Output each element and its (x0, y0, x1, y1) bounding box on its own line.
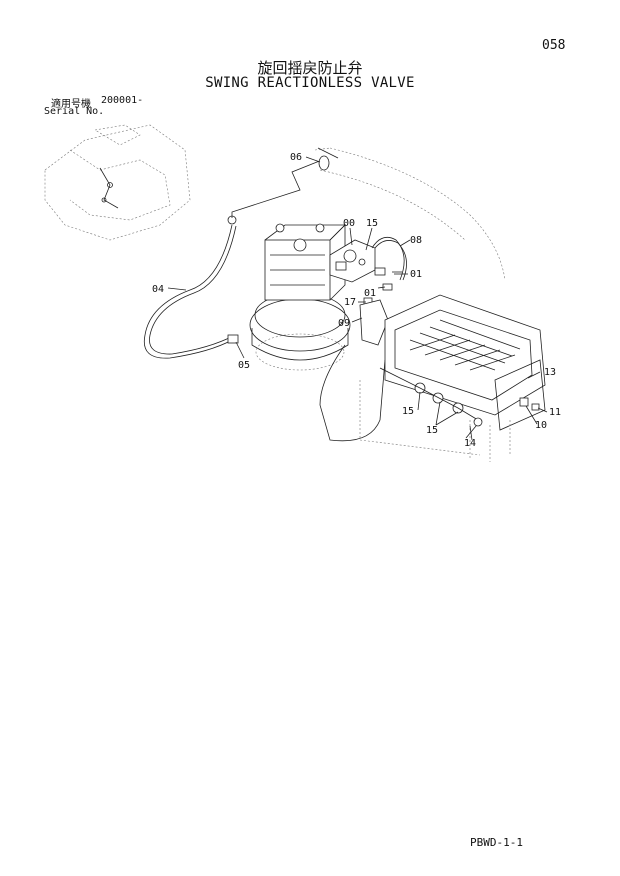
fittings-01-17 (363, 267, 402, 305)
callout-06: 06 (290, 152, 302, 163)
pressure-switch-06 (231, 147, 339, 218)
callout-17: 17 (344, 297, 356, 308)
callout-09: 09 (338, 318, 350, 329)
callout-04: 04 (152, 284, 164, 295)
footer-code: PBWD-1-1 (470, 836, 523, 849)
callout-10: 10 (535, 420, 547, 431)
page-number: 058 (542, 38, 566, 53)
callout-15-top: 15 (366, 218, 378, 229)
callout-08: 08 (410, 235, 422, 246)
title-english: SWING REACTIONLESS VALVE (205, 75, 415, 91)
callout-14: 14 (464, 438, 476, 449)
lamp-units-15 (379, 367, 479, 421)
hose-08 (371, 236, 407, 281)
callout-13: 13 (544, 367, 556, 378)
callout-15-bottom: 15 (426, 425, 438, 436)
serial-label-english: Serial No. (44, 106, 105, 117)
reactionless-valve (329, 239, 376, 283)
fasteners-10-11-14 (469, 397, 540, 441)
bracket-09 (319, 299, 389, 442)
leader-lines (167, 156, 548, 439)
key-map-thumbnail (44, 124, 191, 241)
callout-15-left: 15 (402, 406, 414, 417)
callout-01-left: 01 (364, 288, 376, 299)
callout-11: 11 (549, 407, 561, 418)
serial-label-japanese: 適用号機 (51, 99, 91, 110)
frame-outline (314, 147, 506, 456)
cooler-assembly (384, 294, 546, 462)
swing-motor (249, 223, 351, 371)
callout-00: 00 (343, 218, 355, 229)
callout-05: 05 (238, 360, 250, 371)
serial-value: 200001- (101, 95, 144, 106)
callout-01-right: 01 (410, 269, 422, 280)
title-japanese: 旋回揺戻防止弁 (257, 59, 363, 77)
